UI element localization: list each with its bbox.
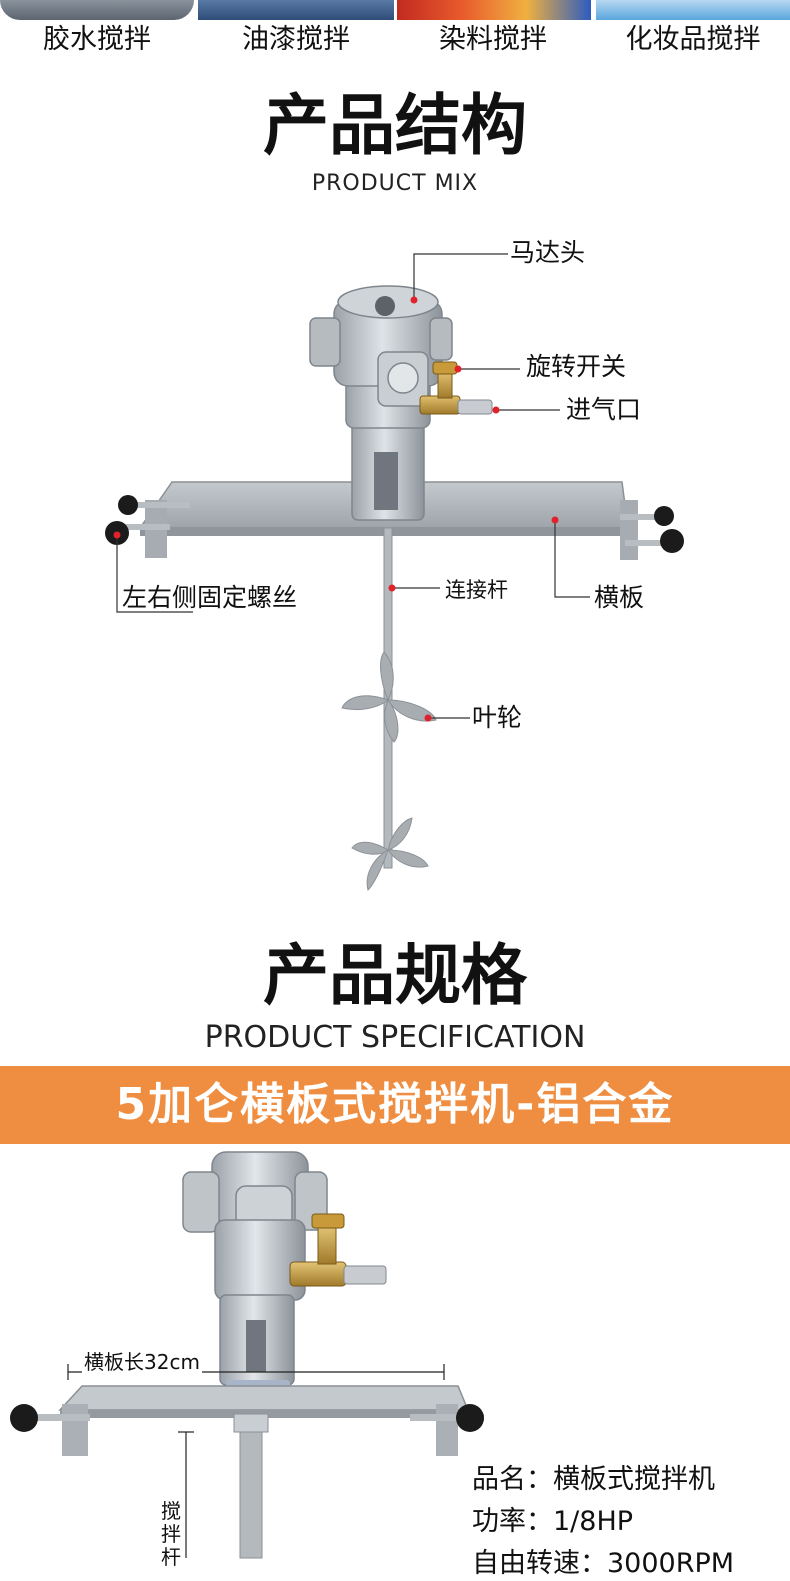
glue-mixing-photo (0, 0, 194, 20)
dye-mixing-photo (397, 0, 591, 20)
product-side-screw-left (10, 1404, 90, 1432)
specification-title: 产品规格 (263, 937, 527, 1014)
impeller-lower (351, 817, 429, 891)
app-label-glue: 胶水搅拌 (43, 24, 151, 55)
spec-speed: 自由转速：3000RPM (472, 1548, 735, 1579)
callout-impeller: 叶轮 (472, 703, 523, 732)
product-banner-text: 5加仑横板式搅拌机-铝合金 (115, 1079, 675, 1130)
paint-mixing-photo (198, 0, 394, 20)
specification-subtitle: PRODUCT SPECIFICATION (204, 1020, 586, 1055)
callout-air-inlet: 进气口 (566, 395, 642, 424)
product-photo (10, 1151, 484, 1559)
product-valve (289, 1213, 387, 1287)
callout-motor-head: 马达头 (510, 238, 586, 267)
app-label-dye: 染料搅拌 (439, 24, 547, 55)
application-strip: 胶水搅拌 油漆搅拌 染料搅拌 化妆品搅拌 (0, 0, 790, 70)
spec-power: 功率：1/8HP (472, 1506, 634, 1537)
product-banner: 5加仑横板式搅拌机-铝合金 (0, 1066, 790, 1144)
plate-length-label: 横板长32cm (82, 1346, 202, 1375)
structure-diagram (105, 253, 684, 891)
app-label-cosmetic: 化妆品搅拌 (625, 24, 761, 55)
air-inlet (457, 399, 493, 415)
app-label-paint: 油漆搅拌 (242, 24, 350, 55)
callout-cross-plate: 横板 (594, 583, 645, 612)
product-motor-head (182, 1151, 328, 1394)
product-side-screw-right (410, 1404, 484, 1432)
motor-head (309, 285, 453, 521)
spec-name: 品名：横板式搅拌机 (472, 1464, 715, 1495)
callout-side-screws: 左右侧固定螺丝 (122, 583, 298, 612)
rod-label: 搅拌杆 (160, 1499, 182, 1569)
rotary-switch (419, 361, 461, 415)
impeller-upper (341, 651, 437, 743)
cosmetic-mixing-photo (596, 0, 790, 20)
callout-connecting-rod: 连接杆 (445, 578, 508, 602)
side-screw-right (620, 506, 684, 553)
structure-title: 产品结构 (263, 87, 527, 164)
callout-rotary-switch: 旋转开关 (526, 352, 627, 381)
structure-subtitle: PRODUCT MIX (311, 171, 479, 196)
product-rod (239, 1417, 263, 1559)
